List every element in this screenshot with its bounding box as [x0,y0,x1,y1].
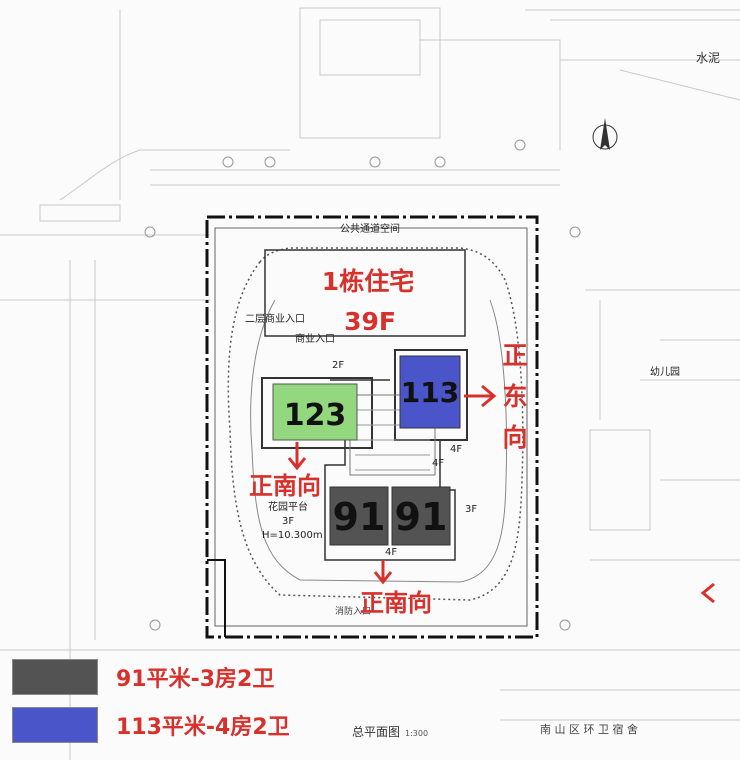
commercial-label: 商业入口 [295,332,335,345]
driveway-loop [227,247,524,601]
unit-123-label: 123 [284,398,347,433]
garden-label: 花园平台 [268,500,308,513]
plan-title: 总平面图 [352,725,400,739]
legend-text-113: 113平米-4房2卫 [116,715,290,740]
legend-item-113: 113平米-4房2卫 [0,704,400,744]
floor-3f-label: 3F [465,504,477,515]
legend-swatch-91 [12,659,98,695]
grid-axis-markers [144,139,581,631]
floor-2f-label: 2F [332,360,344,371]
legend-item-91: 91平米-3房2卫 [0,656,400,696]
background-linework [0,7,740,760]
unit-91-block-a [329,486,389,546]
south-orientation-label-1: 正南向 [249,472,321,500]
plan-scale: 1:300 [405,729,428,738]
unit-113-label: 113 [401,376,459,409]
unit-123-block [272,383,358,441]
floor-4f-label-a: 4F [450,444,462,455]
unit-91-block-b [391,486,451,546]
east-orientation-char-1: 正 [502,341,527,370]
driveway-inner [250,299,508,583]
top-right-label: 水泥 [696,51,720,65]
south-arrow-icon-2 [373,560,393,585]
commercial-2f-label: 二层商业入口 [245,312,305,325]
floor-4f-label-c: 4F [385,547,397,558]
inner-boundary [214,227,528,627]
north-arrow-icon [592,118,618,150]
site-boundary [205,215,539,639]
kindergarten-label: 幼儿园 [650,365,680,378]
east-orientation-char-2: 东 [502,382,527,411]
bottom-text: 南 山 区 环 卫 宿 舍 [540,722,638,736]
unit-113-block [399,355,461,429]
public-passage-label: 公共通道空间 [340,222,400,235]
garden-height-label: H=10.300m [262,530,323,541]
legend-swatch-113 [12,707,98,743]
south-orientation-label-2: 正南向 [360,589,432,617]
garden-floor-label: 3F [282,516,294,527]
floor-4f-label-b: 4F [432,458,444,469]
left-arrow-icon [700,582,715,604]
south-arrow-icon-1 [287,442,307,471]
east-arrow-icon [464,384,497,408]
unit-91-label-b: 91 [395,495,448,539]
building-name: 1栋住宅 [322,267,414,296]
site-boundary-step [207,559,226,637]
building-floors: 39F [344,307,396,336]
unit-91-label-a: 91 [333,495,386,539]
east-orientation-char-3: 向 [502,423,527,452]
legend-text-91: 91平米-3房2卫 [116,667,275,692]
fire-entrance-label: 消防入口 [335,605,371,617]
